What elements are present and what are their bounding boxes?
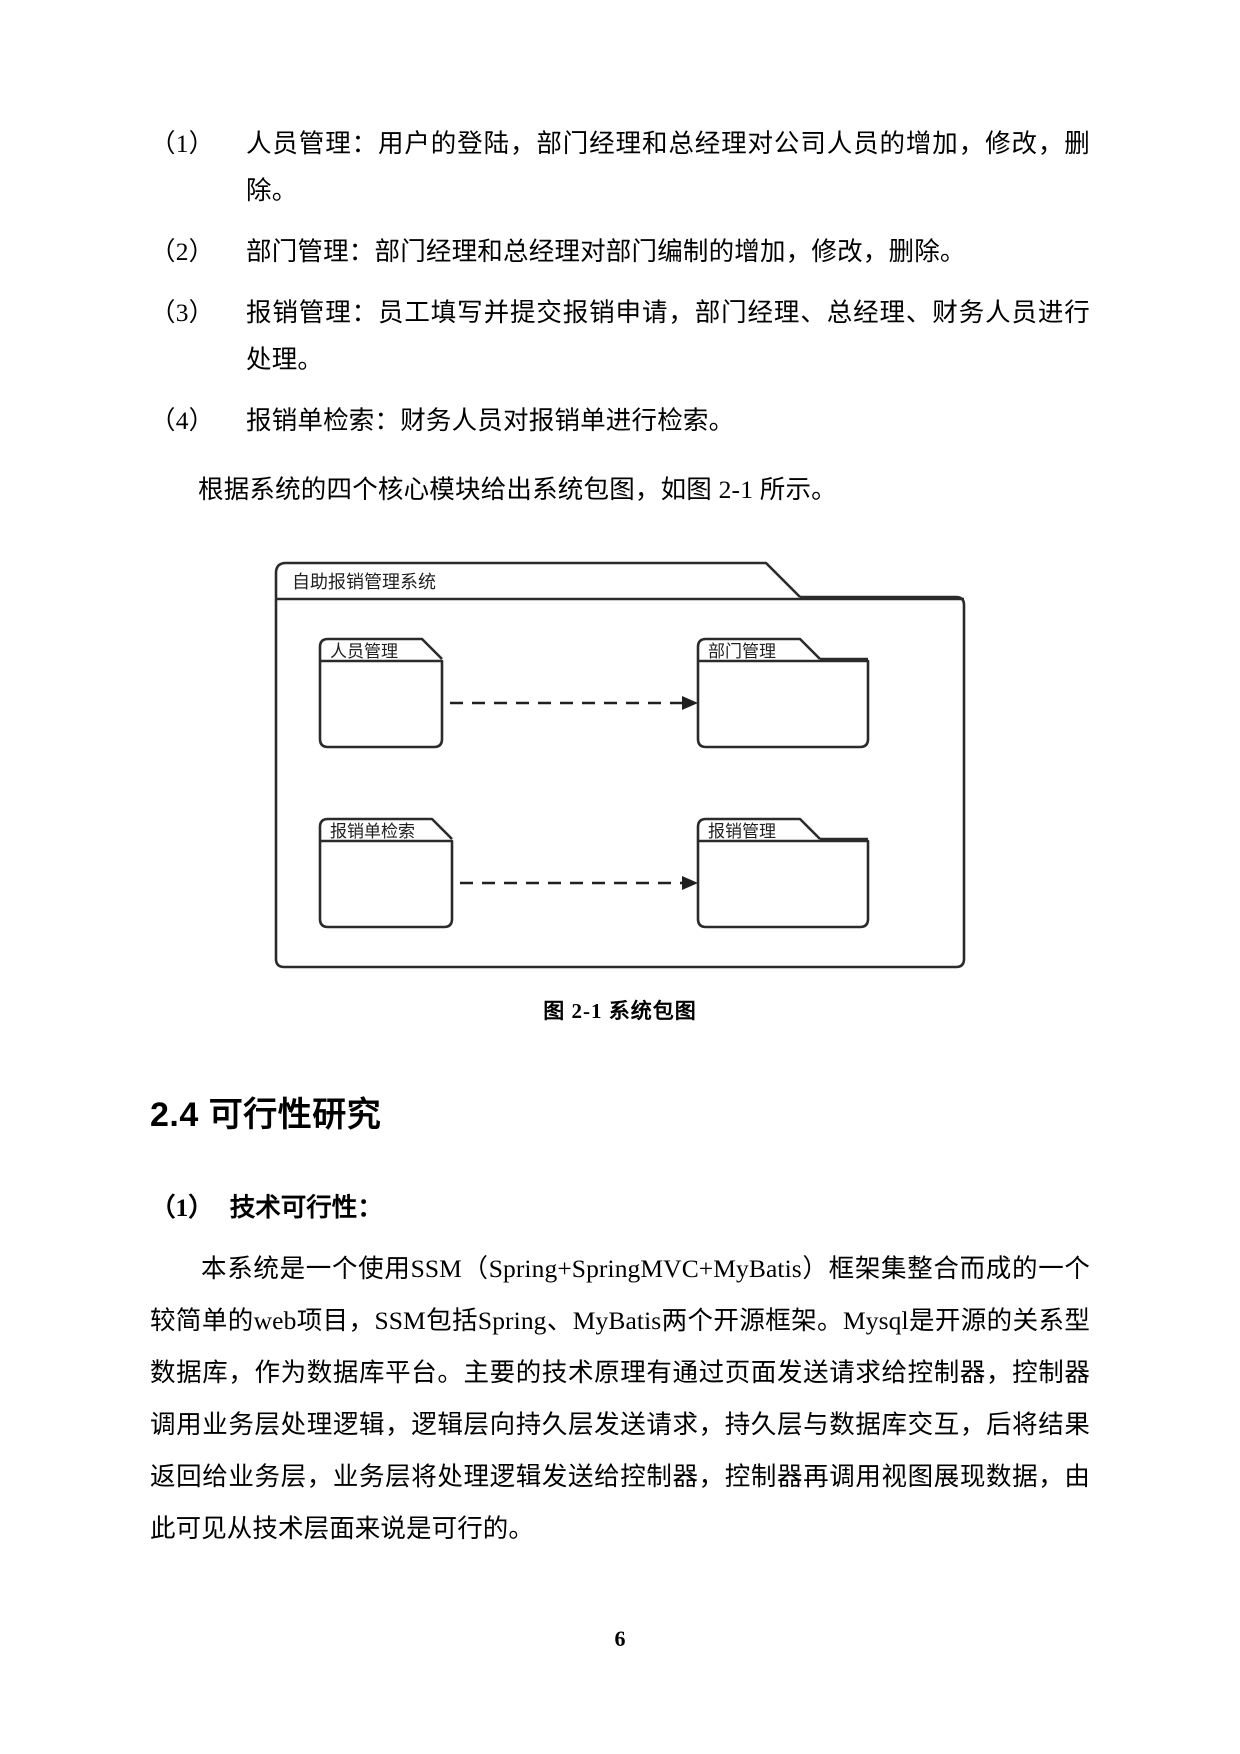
package-diagram-svg: 自助报销管理系统 人员管理 部门管理 [274, 561, 966, 969]
package-person-label: 人员管理 [330, 642, 398, 661]
package-department: 部门管理 [696, 637, 870, 749]
list-item: （2） 部门管理：部门经理和总经理对部门编制的增加，修改，删除。 [150, 228, 1090, 275]
figure-caption: 图 2-1 系统包图 [543, 999, 697, 1023]
list-item: （3） 报销管理：员工填写并提交报销申请，部门经理、总经理、财务人员进行处理。 [150, 289, 1090, 383]
list-item: （4） 报销单检索：财务人员对报销单进行检索。 [150, 397, 1090, 444]
list-item: （1） 人员管理：用户的登陆，部门经理和总经理对公司人员的增加，修改，删除。 [150, 120, 1090, 214]
list-item-text: 部门管理：部门经理和总经理对部门编制的增加，修改，删除。 [246, 237, 966, 266]
list-item-marker: （3） [150, 298, 215, 327]
list-item-text: 人员管理：用户的登陆，部门经理和总经理对公司人员的增加，修改，删除。 [246, 129, 1090, 205]
package-search: 报销单检索 [318, 817, 454, 929]
outer-package-shape [274, 561, 966, 969]
system-package-diagram: 自助报销管理系统 人员管理 部门管理 [150, 547, 1090, 977]
package-person: 人员管理 [318, 637, 444, 749]
package-reimburse-label: 报销管理 [708, 822, 776, 841]
outer-package-label: 自助报销管理系统 [292, 572, 436, 592]
list-item-marker: （1） [150, 129, 215, 158]
page-content: （1） 人员管理：用户的登陆，部门经理和总经理对公司人员的增加，修改，删除。 （… [150, 120, 1090, 1581]
list-item-text: 报销单检索：财务人员对报销单进行检索。 [246, 406, 735, 435]
list-item-text: 报销管理：员工填写并提交报销申请，部门经理、总经理、财务人员进行处理。 [246, 298, 1090, 374]
page-title: 2.4 可行性研究 [150, 1096, 382, 1134]
sub-item-technical-feasibility: （1） 技术可行性： [150, 1184, 1090, 1231]
dependency-arrow-person-to-department [450, 696, 698, 710]
page-number: 6 [614, 1626, 626, 1651]
sub-item-marker: （1） [150, 1193, 214, 1222]
body-paragraph: 本系统是一个使用SSM（Spring+SpringMVC+MyBatis）框架集… [150, 1254, 1090, 1543]
package-search-label: 报销单检索 [330, 822, 415, 841]
dependency-arrow-search-to-reimburse [460, 876, 698, 890]
list-item-marker: （2） [150, 237, 215, 266]
list-item-marker: （4） [150, 406, 215, 435]
package-department-label: 部门管理 [708, 642, 776, 661]
lead-paragraph: 根据系统的四个核心模块给出系统包图，如图 2-1 所示。 [198, 475, 837, 504]
sub-item-label: 技术可行性： [229, 1193, 383, 1222]
package-reimburse: 报销管理 [696, 817, 870, 929]
